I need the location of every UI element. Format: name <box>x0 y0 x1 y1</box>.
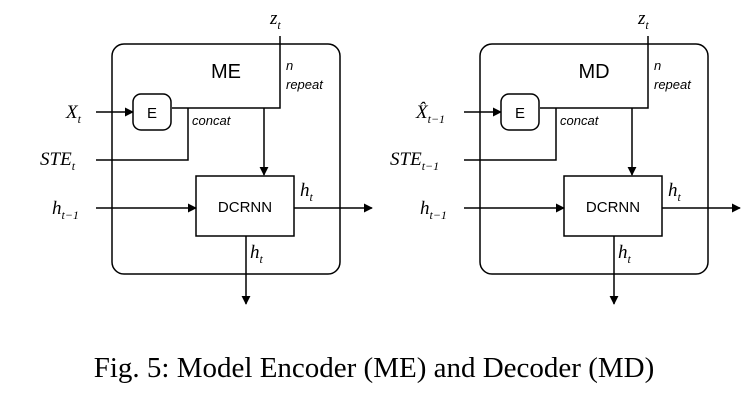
decoder-repeat-n: n <box>654 58 661 73</box>
encoder-output-down-label: ht <box>250 242 264 266</box>
decoder-frame <box>479 43 709 275</box>
encoder-embed-box <box>132 93 172 131</box>
decoder-z-input-label: zt <box>637 8 649 32</box>
encoder-block: ME zt n repeat Xt E STEt concat DCRNN ht… <box>40 8 373 305</box>
encoder-repeat-line <box>172 36 281 109</box>
decoder-repeat-line <box>540 36 649 109</box>
decoder-embed-box <box>500 93 540 131</box>
decoder-dcrnn-box <box>563 175 663 237</box>
decoder-h-input-label: ht−1 <box>420 198 447 222</box>
encoder-frame <box>111 43 341 275</box>
decoder-title: MD <box>578 61 609 83</box>
decoder-embed-label: E <box>515 105 525 122</box>
decoder-output-down-label: ht <box>618 242 632 266</box>
encoder-dcrnn-box <box>195 175 295 237</box>
encoder-ste-line <box>96 108 189 161</box>
decoder-block: MD zt n repeat X̂t−1 E STEt−1 concat DCR… <box>390 8 741 305</box>
encoder-concat-label: concat <box>192 113 232 128</box>
decoder-ste-input-label: STEt−1 <box>390 149 439 173</box>
decoder-output-right-label: ht <box>668 180 682 204</box>
encoder-ste-input-label: STEt <box>40 149 76 173</box>
figure-caption: Fig. 5: Model Encoder (ME) and Decoder (… <box>93 352 655 384</box>
encoder-output-right-label: ht <box>300 180 314 204</box>
decoder-repeat-label: repeat <box>654 77 692 92</box>
decoder-ste-line <box>464 108 557 161</box>
decoder-dcrnn-label: DCRNN <box>586 199 640 216</box>
encoder-embed-label: E <box>147 105 157 122</box>
decoder-concat-label: concat <box>560 113 600 128</box>
encoder-repeat-n: n <box>286 58 293 73</box>
encoder-x-input-label: Xt <box>65 102 82 126</box>
encoder-h-input-label: ht−1 <box>52 198 79 222</box>
encoder-repeat-label: repeat <box>286 77 324 92</box>
encoder-z-input-label: zt <box>269 8 281 32</box>
model-diagram: ME zt n repeat Xt E STEt concat DCRNN ht… <box>40 8 741 305</box>
encoder-dcrnn-label: DCRNN <box>218 199 272 216</box>
decoder-x-input-label: X̂t−1 <box>415 102 445 126</box>
encoder-title: ME <box>211 61 241 83</box>
